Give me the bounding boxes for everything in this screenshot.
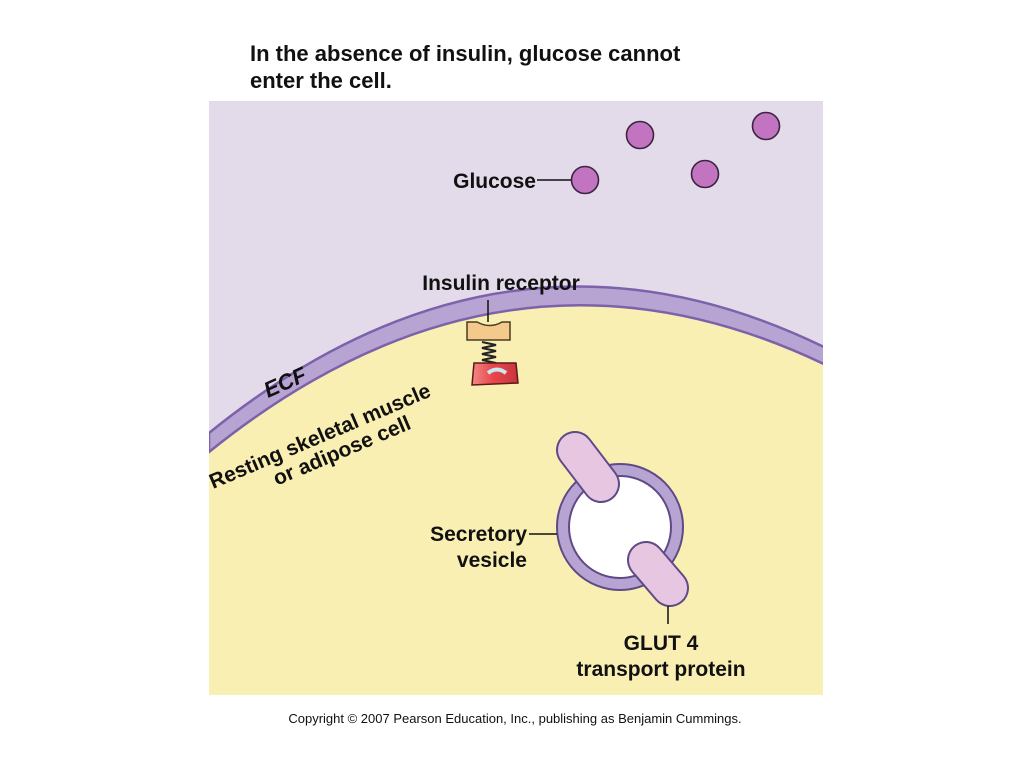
insulin-receptor-coil bbox=[481, 341, 497, 364]
glut4-label-line-2: transport protein bbox=[576, 658, 745, 681]
glut4-label-line-1: GLUT 4 bbox=[624, 632, 699, 655]
panel bbox=[209, 101, 823, 695]
title-line-2: enter the cell. bbox=[250, 68, 392, 93]
insulin-receptor bbox=[466, 321, 519, 386]
glut4-protein-bottom-fill bbox=[629, 543, 687, 605]
glucose-molecule bbox=[690, 159, 720, 189]
insulin-receptor-binding-site bbox=[466, 321, 511, 341]
cell-membrane bbox=[209, 285, 823, 454]
glut4-protein-top-fill bbox=[558, 433, 618, 501]
glucose-molecule bbox=[751, 111, 781, 141]
insulin-receptor-base-notch bbox=[486, 367, 508, 375]
glucose-label: Glucose bbox=[453, 170, 536, 193]
insulin-receptor-label: Insulin receptor bbox=[422, 272, 580, 295]
copyright-notice: Copyright © 2007 Pearson Education, Inc.… bbox=[288, 711, 742, 726]
figure-title: In the absence of insulin, glucose canno… bbox=[250, 40, 680, 94]
glut4-transport-proteins bbox=[556, 431, 689, 607]
vesicle-label-line-1: Secretory bbox=[430, 523, 527, 546]
glucose-molecule bbox=[625, 120, 655, 150]
insulin-receptor-base bbox=[471, 362, 519, 386]
glucose-molecules bbox=[570, 111, 781, 195]
glucose-molecule bbox=[570, 165, 600, 195]
vesicle-label-line-2: vesicle bbox=[457, 549, 527, 572]
title-line-1: In the absence of insulin, glucose canno… bbox=[250, 41, 681, 66]
